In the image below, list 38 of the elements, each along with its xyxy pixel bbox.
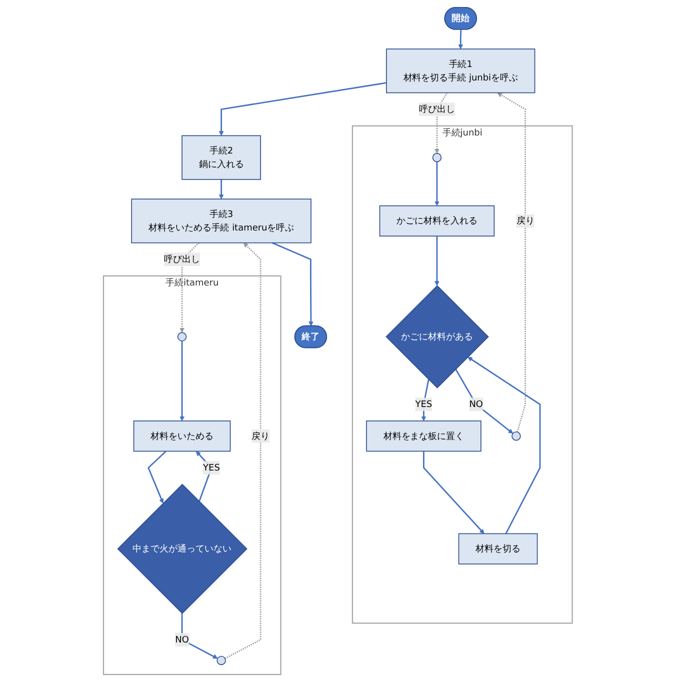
edge-label: 呼び出し — [419, 104, 456, 114]
arrow — [423, 451, 484, 534]
node-circle — [178, 332, 187, 342]
node-circle — [432, 152, 442, 162]
node-box: かごに材料を入れる — [379, 205, 495, 236]
edge-label: 戻り — [516, 215, 534, 226]
arrow — [218, 82, 387, 136]
node-box: 手続2 鍋に入れる — [182, 135, 262, 180]
edge-label: NO — [469, 398, 484, 410]
node-box: 材料を切る — [458, 533, 538, 564]
arrow — [218, 179, 224, 200]
arrow — [434, 162, 440, 206]
arrow — [434, 92, 448, 154]
arrow — [497, 92, 526, 432]
edge-label: NO — [175, 634, 190, 645]
edge-label: YES — [415, 398, 432, 410]
arrow — [180, 341, 185, 422]
edge-label: YES — [203, 462, 220, 473]
arrow — [455, 368, 514, 434]
node-box: 材料をいためる — [133, 420, 231, 452]
arrow — [458, 30, 464, 50]
arrow — [272, 242, 314, 326]
node-box: 手続3 材料をいためる手続 itameruを呼ぶ — [131, 198, 312, 244]
arrow — [434, 236, 440, 286]
edge-label: 呼び出し — [164, 254, 200, 264]
arrow — [468, 356, 541, 534]
node-diamond: かごに材料がある — [386, 285, 490, 388]
arrow — [181, 613, 218, 659]
edge-label: 戻り — [252, 430, 270, 442]
arrow — [224, 242, 262, 660]
node-diamond: 中まで火が通っていない — [117, 484, 248, 614]
node-box: 手続1 材料を切る手続 junbiを呼ぶ — [386, 48, 536, 94]
arrow — [180, 242, 200, 333]
arrow — [196, 451, 212, 502]
node-circle — [512, 431, 521, 441]
arrow — [148, 450, 167, 504]
node-circle — [216, 656, 226, 666]
node-box: 材料をまな板に置く — [366, 420, 482, 452]
